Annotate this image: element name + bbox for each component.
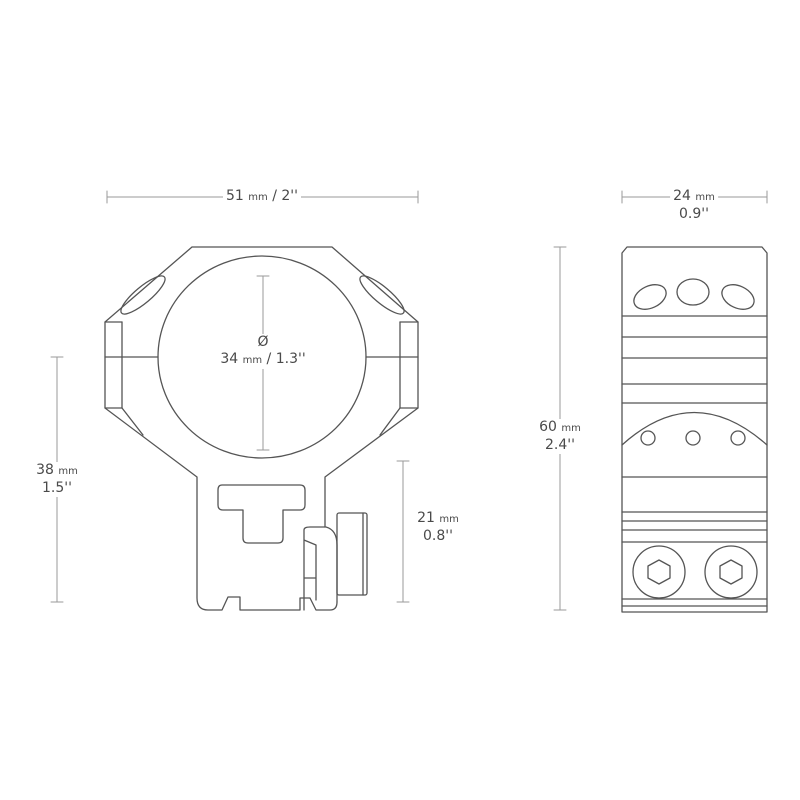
bolt-right <box>704 545 758 599</box>
rail-height-dimension-line <box>396 460 410 603</box>
side-outline <box>621 246 768 613</box>
hole-center <box>676 278 710 306</box>
hole-right <box>721 284 755 310</box>
pin-hole <box>640 430 656 446</box>
ring-arc <box>621 411 768 446</box>
pin-hole <box>685 430 701 446</box>
bolt-left <box>632 545 686 599</box>
hex-socket-icon <box>647 559 671 585</box>
front-view <box>104 246 419 611</box>
t-slot <box>217 484 306 544</box>
pin-hole <box>730 430 746 446</box>
ring-body-outline <box>104 246 419 611</box>
clamp-knob <box>336 512 368 596</box>
side-grooves <box>621 315 768 607</box>
slot-right <box>359 275 405 315</box>
dimension-lines <box>50 190 768 611</box>
width-label: 51 mm / 2'' <box>223 188 301 206</box>
side-view <box>621 246 768 613</box>
hole-left <box>633 284 667 310</box>
slot-left <box>120 275 166 315</box>
clamp <box>303 526 338 611</box>
hex-socket-icon <box>719 559 743 585</box>
